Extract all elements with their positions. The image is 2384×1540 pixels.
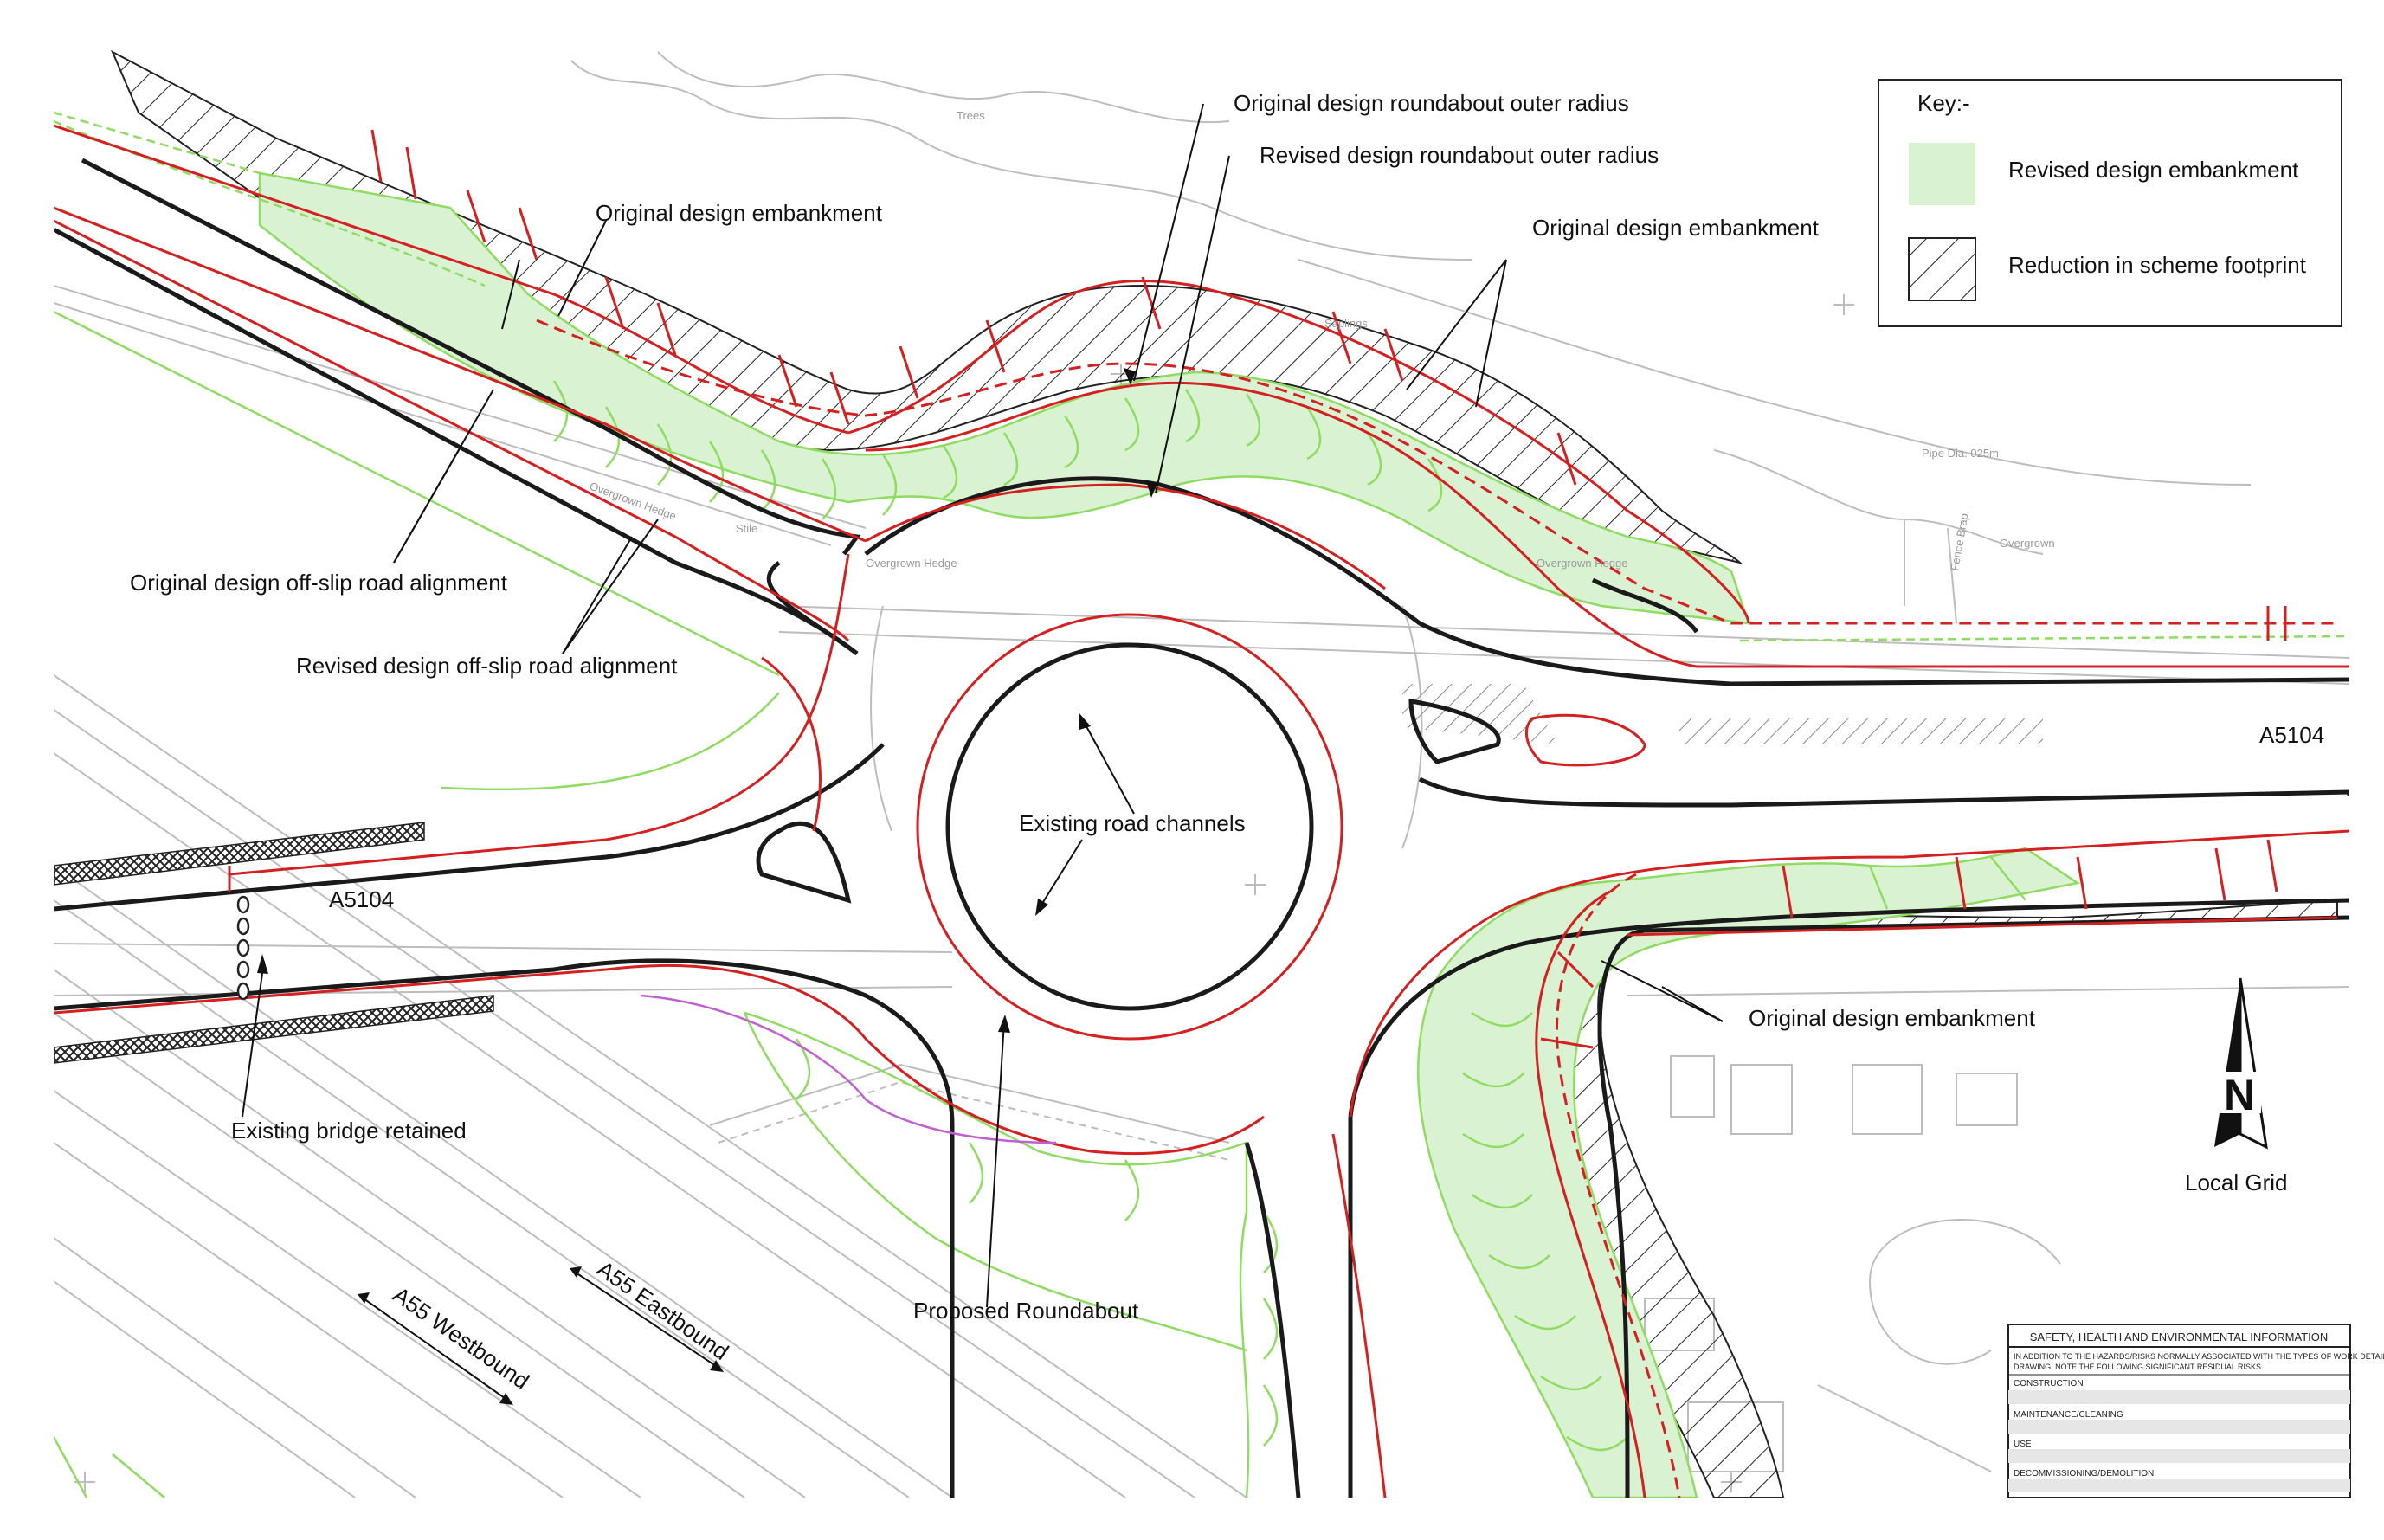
revised-embankment-areas: [258, 171, 2081, 1498]
existing-road-channels: [54, 158, 2349, 1498]
she-row-construction: CONSTRUCTION: [2014, 1379, 2084, 1389]
proposed-roundabout-outer-circle: [916, 613, 1343, 1041]
label-a5104-east: A5104: [2259, 722, 2324, 748]
label-a55-eastbound: A55 Eastbound: [593, 1255, 734, 1365]
label-revised-offslip: Revised design off-slip road alignment: [296, 653, 678, 679]
legend-label-reduction: Reduction in scheme footprint: [2008, 252, 2307, 278]
design-alignment-lines: [54, 124, 2349, 1498]
bg-label-saplings: Saplings: [1324, 317, 1368, 330]
she-title: SAFETY, HEALTH AND ENVIRONMENTAL INFORMA…: [2030, 1331, 2329, 1343]
north-label: Local Grid: [2185, 1169, 2288, 1195]
purple-line: [640, 994, 1057, 1144]
north-letter: N: [2224, 1071, 2255, 1119]
label-proposed-roundabout: Proposed Roundabout: [913, 1298, 1139, 1324]
central-island-outline: [945, 642, 1314, 1011]
label-original-outer-radius: Original design roundabout outer radius: [1234, 90, 1629, 116]
legend-swatch-hatch: [1908, 237, 1976, 301]
leader-lines: [242, 103, 1724, 1403]
legend-title: Key:-: [1917, 90, 1970, 116]
she-row-maintenance: MAINTENANCE/CLEANING: [2014, 1410, 2123, 1420]
she-row-decommissioning: DECOMMISSIONING/DEMOLITION: [2014, 1469, 2154, 1479]
legend-label-revised-embankment: Revised design embankment: [2008, 157, 2299, 183]
label-original-embankment-nw: Original design embankment: [596, 200, 883, 226]
she-intro-line-1: IN ADDITION TO THE HAZARDS/RISKS NORMALL…: [2014, 1352, 2384, 1361]
she-info-box: SAFETY, HEALTH AND ENVIRONMENTAL INFORMA…: [2007, 1324, 2384, 1498]
annotation-labels: Original design roundabout outer radius …: [130, 90, 2324, 1395]
label-original-embankment-se: Original design embankment: [1749, 1005, 2036, 1031]
legend-swatch-green: [1909, 143, 1975, 205]
bg-label-trees: Trees: [957, 109, 985, 122]
bg-label-fence: Fence Brap.: [1948, 509, 1971, 571]
bg-label-hedge-2: Overgrown Hedge: [866, 557, 957, 570]
label-a5104-west: A5104: [329, 886, 394, 912]
bridge-bollards: [236, 895, 250, 1001]
leader-arrowheads: [257, 368, 1157, 1405]
she-row-use: USE: [2014, 1440, 2032, 1449]
background-features: [54, 51, 2349, 1498]
bg-label-hedge-3: Overgrown Hedge: [1537, 557, 1628, 570]
bg-label-stile: Stile: [736, 522, 757, 535]
bg-label-overgrown: Overgrown: [2000, 537, 2055, 550]
label-revised-outer-radius: Revised design roundabout outer radius: [1260, 142, 1659, 168]
north-arrow-icon: N Local Grid: [2185, 977, 2288, 1195]
label-original-embankment-ne: Original design embankment: [1532, 215, 1820, 241]
bg-label-pipe: Pipe Dia. 025m: [1922, 447, 1999, 460]
label-original-offslip: Original design off-slip road alignment: [130, 570, 508, 596]
legend-key: Key:- Revised design embankment Reductio…: [1878, 79, 2342, 327]
she-intro-line-2: DRAWING, NOTE THE FOLLOWING SIGNIFICANT …: [2014, 1363, 2261, 1371]
label-existing-bridge: Existing bridge retained: [231, 1118, 467, 1144]
label-existing-road-channels: Existing road channels: [1019, 810, 1246, 836]
